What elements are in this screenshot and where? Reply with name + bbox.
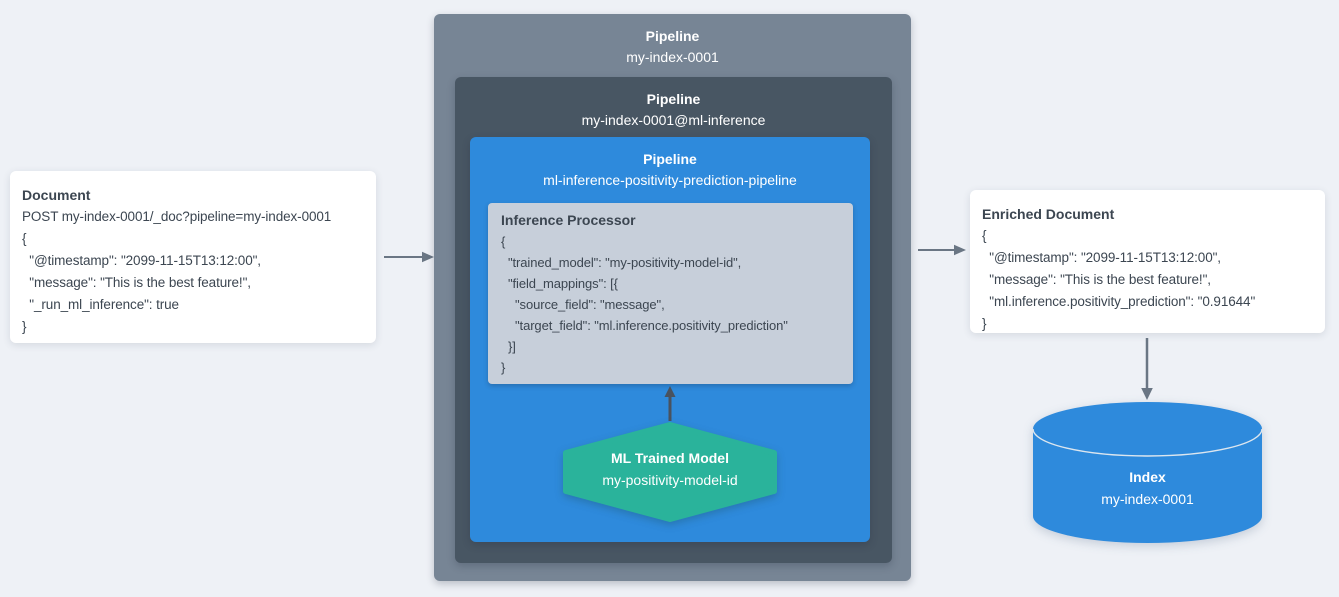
pipeline-inner-title: Pipeline — [643, 151, 697, 167]
pipeline-inner-name: ml-inference-positivity-prediction-pipel… — [543, 172, 797, 188]
index-cylinder — [1033, 402, 1262, 543]
inference-processor-code: { "trained_model": "my-positivity-model-… — [501, 234, 788, 375]
enriched-document-card: Enriched Document { "@timestamp": "2099-… — [970, 190, 1325, 333]
flow-arrow-right-icon — [384, 250, 434, 264]
enriched-document-title: Enriched Document — [982, 206, 1115, 222]
document-card-code: POST my-index-0001/_doc?pipeline=my-inde… — [22, 209, 332, 334]
document-card-title: Document — [22, 187, 91, 203]
pipeline-middle-title: Pipeline — [646, 91, 701, 107]
enriched-document-code: { "@timestamp": "2099-11-15T13:12:00", "… — [982, 228, 1256, 331]
pipeline-outer-title: Pipeline — [645, 28, 700, 44]
pipeline-outer-name: my-index-0001 — [626, 49, 719, 65]
flow-arrow-up-icon — [662, 386, 678, 422]
flow-arrow-right-icon — [918, 243, 966, 257]
inference-processor-card: Inference Processor { "trained_model": "… — [488, 203, 853, 384]
ml-model-hexagon — [562, 422, 778, 522]
flow-arrow-down-icon — [1139, 338, 1155, 400]
pipeline-middle-name: my-index-0001@ml-inference — [581, 112, 766, 128]
document-card: Document POST my-index-0001/_doc?pipelin… — [10, 171, 376, 343]
inference-processor-title: Inference Processor — [501, 212, 636, 228]
